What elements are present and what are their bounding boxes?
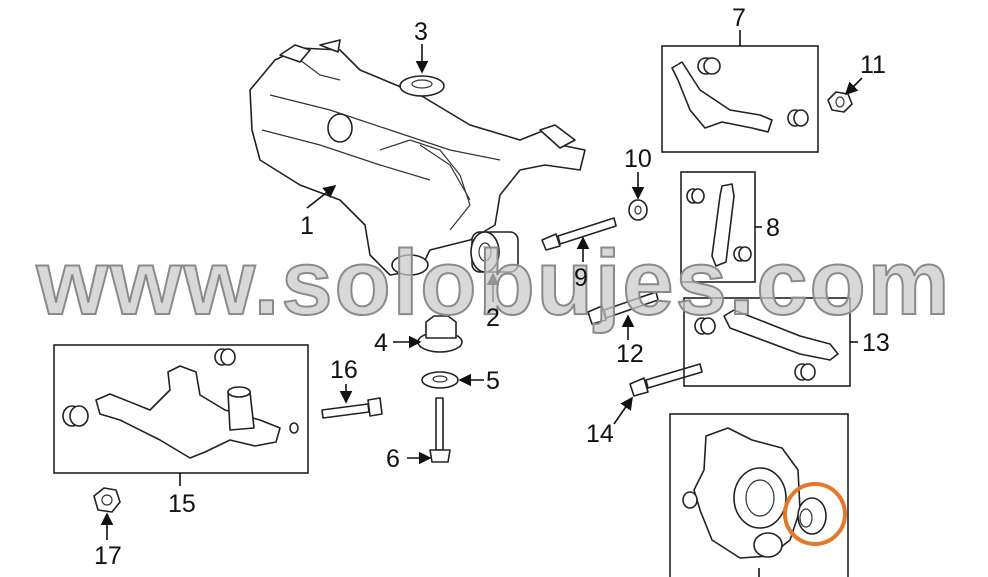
callout-12: 12 bbox=[616, 340, 644, 368]
bushing-part-2 bbox=[470, 231, 519, 273]
callout-1: 1 bbox=[300, 212, 314, 240]
upper-arm-box-7 bbox=[661, 45, 819, 153]
callout-11: 11 bbox=[860, 51, 886, 79]
callout-16: 16 bbox=[330, 356, 358, 384]
callout-10: 10 bbox=[624, 145, 652, 173]
callout-14: 14 bbox=[586, 420, 614, 448]
lower-arm-box-15 bbox=[53, 344, 309, 474]
nut-part-11 bbox=[827, 91, 853, 113]
subframe-part-1 bbox=[249, 39, 586, 276]
leader-lines bbox=[100, 30, 863, 577]
bolt-part-9 bbox=[541, 217, 617, 251]
callout-6: 6 bbox=[386, 445, 400, 473]
callout-15: 15 bbox=[168, 490, 196, 518]
lower-link-box-13 bbox=[683, 297, 851, 387]
callout-4: 4 bbox=[374, 329, 388, 357]
washer-part-10 bbox=[628, 199, 648, 221]
bolt-part-12 bbox=[587, 291, 659, 325]
bolt-part-16 bbox=[321, 397, 383, 419]
link-box-8 bbox=[680, 171, 756, 283]
callout-17: 17 bbox=[94, 542, 122, 570]
cup-part-3 bbox=[399, 75, 445, 97]
callout-13: 13 bbox=[862, 329, 890, 357]
callout-2: 2 bbox=[486, 304, 500, 332]
highlight-ring bbox=[783, 482, 847, 546]
bolt-part-6 bbox=[429, 397, 451, 463]
callout-5: 5 bbox=[486, 367, 500, 395]
bolt-part-14 bbox=[629, 363, 703, 397]
watermark-text: www.solobujes.com bbox=[36, 232, 952, 334]
callout-7: 7 bbox=[732, 4, 746, 32]
callout-labels: 1 2 3 4 5 6 7 8 9 10 11 12 13 14 15 16 1… bbox=[94, 4, 890, 570]
callout-8: 8 bbox=[766, 214, 780, 242]
nut-part-17 bbox=[93, 487, 121, 513]
callout-9: 9 bbox=[574, 264, 588, 292]
mount-part-4 bbox=[417, 315, 463, 353]
callout-3: 3 bbox=[414, 18, 428, 46]
washer-part-5 bbox=[421, 371, 459, 389]
knuckle-box bbox=[669, 413, 849, 577]
